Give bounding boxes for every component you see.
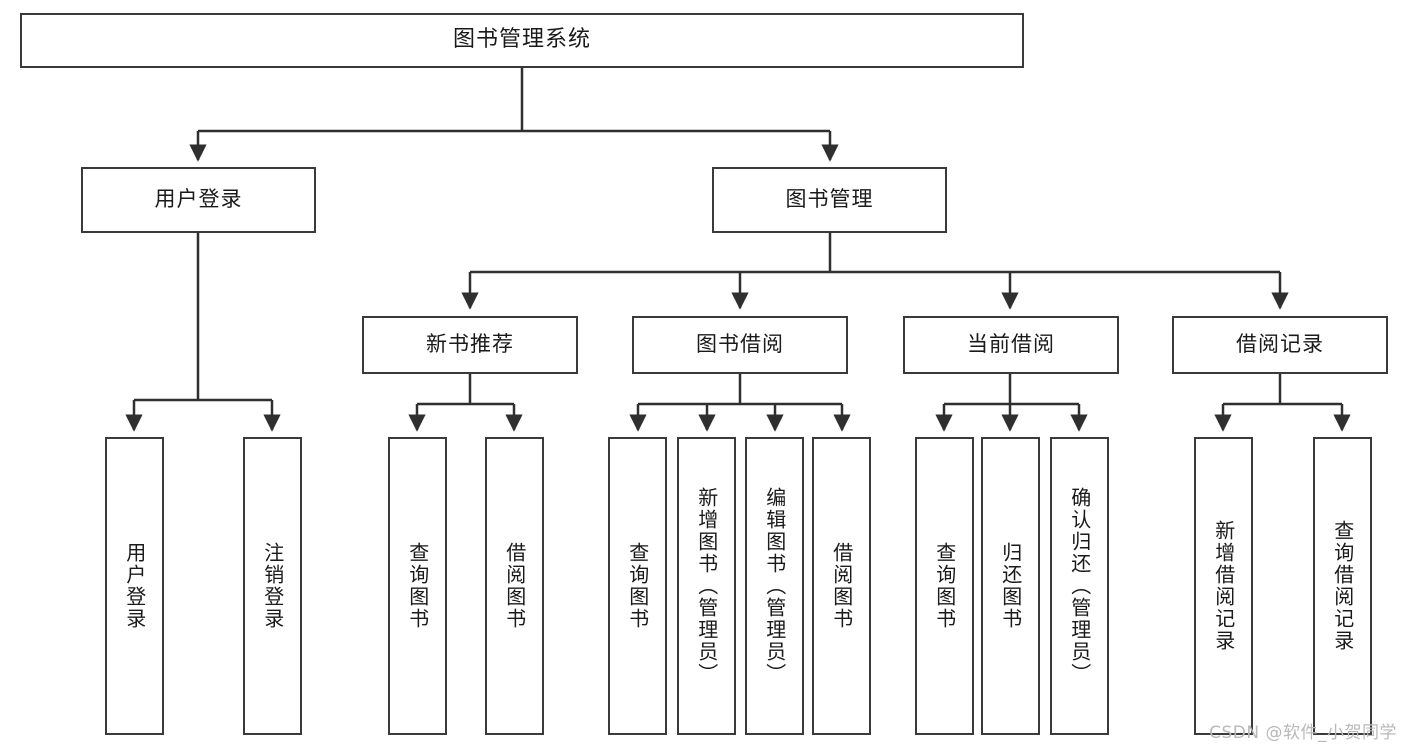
node-book-management[interactable]: 图书管理 xyxy=(712,167,947,233)
node-label: 新增借阅记录 xyxy=(1211,520,1236,652)
watermark-text: CSDN @软件_小贺同学 xyxy=(1209,723,1397,743)
node-label: 借阅图书 xyxy=(502,542,527,630)
node-label: 查询图书 xyxy=(405,542,430,630)
node-label: 图书管理 xyxy=(785,187,874,212)
node-label: 查询图书 xyxy=(932,542,957,630)
node-leaf-current-query-book[interactable]: 查询图书 xyxy=(915,437,974,735)
node-leaf-current-confirm-return-admin[interactable]: 确认归还（管理员） xyxy=(1050,437,1109,735)
node-leaf-borrow-edit-book-admin[interactable]: 编辑图书（管理员） xyxy=(745,437,804,735)
node-leaf-current-return-book[interactable]: 归还图书 xyxy=(981,437,1040,735)
node-leaf-borrow-query-book[interactable]: 查询图书 xyxy=(608,437,667,735)
node-leaf-record-add-record[interactable]: 新增借阅记录 xyxy=(1194,437,1253,735)
node-leaf-borrow-borrow-book[interactable]: 借阅图书 xyxy=(812,437,871,735)
node-leaf-borrow-add-book-admin[interactable]: 新增图书（管理员） xyxy=(677,437,736,735)
node-borrow-record[interactable]: 借阅记录 xyxy=(1172,316,1388,374)
node-leaf-user-login[interactable]: 用户登录 xyxy=(105,437,164,735)
node-label: 图书管理系统 xyxy=(452,27,591,53)
node-label: 借阅记录 xyxy=(1236,332,1324,357)
node-label: 确认归还（管理员） xyxy=(1067,487,1092,685)
node-label: 注销登录 xyxy=(260,542,285,630)
node-current-borrow[interactable]: 当前借阅 xyxy=(903,316,1119,374)
node-leaf-recommend-query-book[interactable]: 查询图书 xyxy=(388,437,447,735)
node-leaf-recommend-borrow-book[interactable]: 借阅图书 xyxy=(485,437,544,735)
node-book-borrow[interactable]: 图书借阅 xyxy=(632,316,848,374)
node-new-book-recommend[interactable]: 新书推荐 xyxy=(362,316,578,374)
node-label: 用户登录 xyxy=(122,542,147,630)
node-label: 归还图书 xyxy=(998,542,1023,630)
node-root-system[interactable]: 图书管理系统 xyxy=(20,13,1024,68)
node-label: 编辑图书（管理员） xyxy=(762,487,787,685)
node-label: 新增图书（管理员） xyxy=(694,487,719,685)
node-label: 借阅图书 xyxy=(829,542,854,630)
node-user-login[interactable]: 用户登录 xyxy=(81,167,316,233)
node-label: 图书借阅 xyxy=(696,332,784,357)
node-label: 新书推荐 xyxy=(426,332,514,357)
node-label: 用户登录 xyxy=(154,187,243,212)
node-leaf-record-query-record[interactable]: 查询借阅记录 xyxy=(1313,437,1372,735)
node-leaf-user-logout[interactable]: 注销登录 xyxy=(243,437,302,735)
node-label: 当前借阅 xyxy=(967,332,1055,357)
node-label: 查询图书 xyxy=(625,542,650,630)
node-label: 查询借阅记录 xyxy=(1330,520,1355,652)
